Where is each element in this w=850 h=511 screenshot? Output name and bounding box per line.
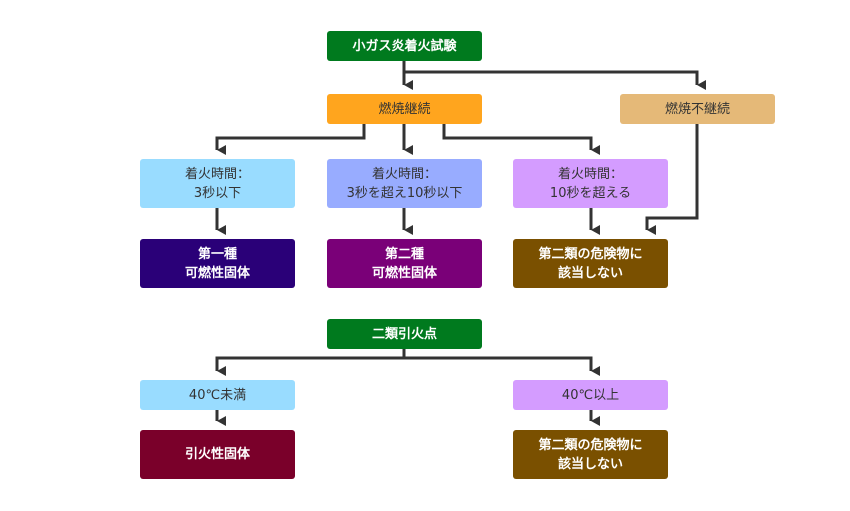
node-label: 第二種 可燃性固体 — [371, 246, 437, 281]
small-flame-test-node: 小ガス炎着火試験 — [327, 31, 482, 61]
node-label: 着火時間： 3秒を超え10秒以下 — [346, 166, 463, 201]
connector-continue-to-10s — [442, 124, 600, 155]
ignition-time-over-10s-node: 着火時間： 10秒を超える — [513, 159, 668, 208]
connector-flash-to-below40 — [215, 356, 404, 376]
node-label: 40℃未満 — [188, 387, 247, 403]
node-label: 第二類の危険物に 該当しない — [538, 437, 643, 472]
connector-root-to-not-continue — [404, 70, 706, 90]
node-label: 40℃以上 — [561, 387, 620, 403]
node-label: 引火性固体 — [184, 447, 250, 462]
combustion-not-continue-node: 燃焼不継続 — [620, 94, 775, 124]
node-label: 着火時間： 10秒を超える — [549, 166, 632, 201]
type1-flammable-solid-node: 第一種 可燃性固体 — [140, 239, 295, 288]
combustion-continues-node: 燃焼継続 — [327, 94, 482, 124]
not-class2-hazard-node: 第二類の危険物に 該当しない — [513, 239, 668, 288]
connector-flash-to-above40 — [404, 356, 600, 376]
not-class2-hazard-node-2: 第二類の危険物に 該当しない — [513, 430, 668, 479]
node-label: 第一種 可燃性固体 — [184, 246, 250, 281]
node-label: 燃焼継続 — [378, 101, 431, 117]
node-label: 燃焼不継続 — [664, 101, 730, 117]
flammable-solid-node: 引火性固体 — [140, 430, 295, 479]
type2-flammable-solid-node: 第二種 可燃性固体 — [327, 239, 482, 288]
node-label: 着火時間： 3秒以下 — [184, 166, 250, 201]
node-label: 小ガス炎着火試験 — [352, 38, 457, 54]
ignition-time-3-10s-node: 着火時間： 3秒を超え10秒以下 — [327, 159, 482, 208]
below-40c-node: 40℃未満 — [140, 380, 295, 410]
node-label: 第二類の危険物に 該当しない — [538, 246, 643, 281]
connector-continue-to-3s — [215, 124, 366, 155]
flash-point-node: 二類引火点 — [327, 319, 482, 349]
node-label: 二類引火点 — [371, 326, 437, 342]
above-40c-node: 40℃以上 — [513, 380, 668, 410]
ignition-time-3s-node: 着火時間： 3秒以下 — [140, 159, 295, 208]
connector-not-continue-to-not-applicable — [645, 124, 699, 235]
